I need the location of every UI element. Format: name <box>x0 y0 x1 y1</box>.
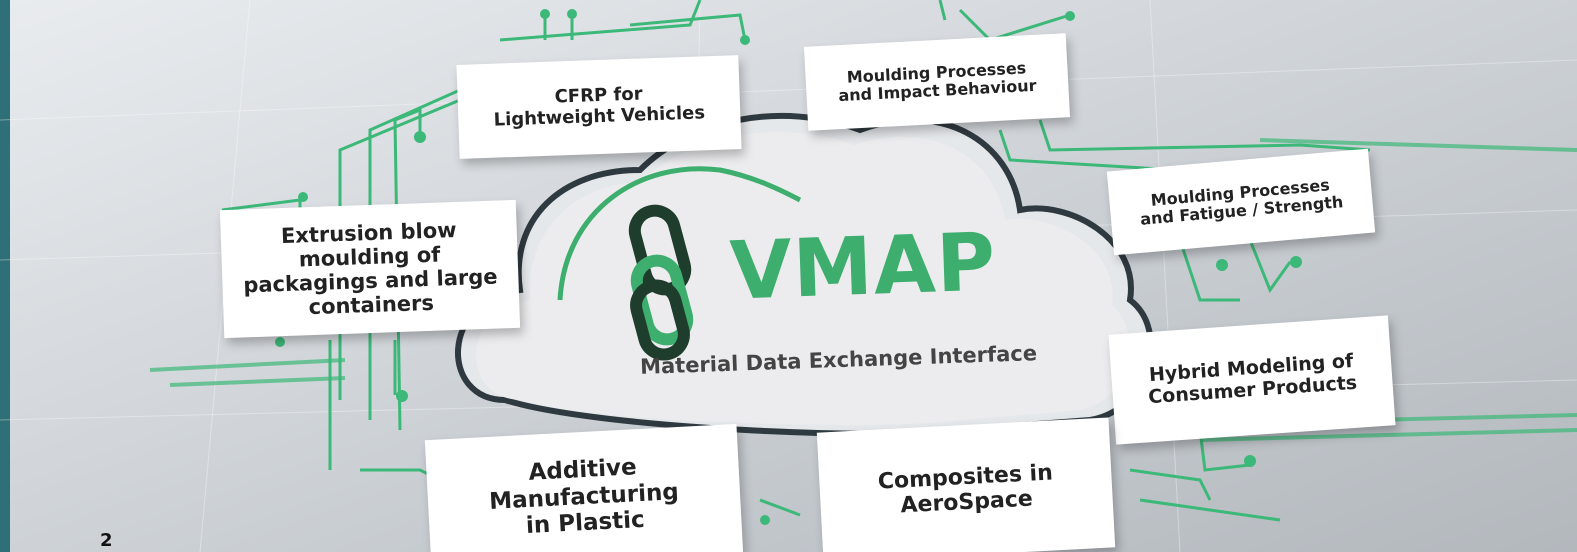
page-number: 2 <box>100 530 113 551</box>
box-additive: Additive Manufacturing in Plastic <box>424 423 744 552</box>
box-composites-label: Composites in AeroSpace <box>877 460 1054 519</box>
box-fatigue-label: Moulding Processes and Fatigue / Strengt… <box>1139 174 1344 229</box>
chain-logo-icon <box>628 204 694 361</box>
box-hybrid-label: Hybrid Modeling of Consumer Products <box>1147 350 1358 409</box>
box-impact-label: Moulding Processes and Impact Behaviour <box>837 57 1037 106</box>
edge-streaks <box>149 138 1577 442</box>
box-impact: Moulding Processes and Impact Behaviour <box>803 33 1071 131</box>
box-extrusion: Extrusion blow moulding of packagings an… <box>219 199 521 339</box>
box-composites: Composites in AeroSpace <box>816 417 1116 552</box>
vmap-logo-text: VMAP <box>728 215 998 318</box>
box-extrusion-label: Extrusion blow moulding of packagings an… <box>242 217 498 320</box>
box-cfrp: CFRP for Lightweight Vehicles <box>456 55 742 159</box>
box-cfrp-label: CFRP for Lightweight Vehicles <box>493 83 706 131</box>
box-additive-label: Additive Manufacturing in Plastic <box>488 454 680 540</box>
circuit-nodes <box>275 9 1302 525</box>
box-hybrid: Hybrid Modeling of Consumer Products <box>1108 315 1396 445</box>
cloud-shape <box>455 112 1154 437</box>
left-accent-bar <box>0 0 10 552</box>
